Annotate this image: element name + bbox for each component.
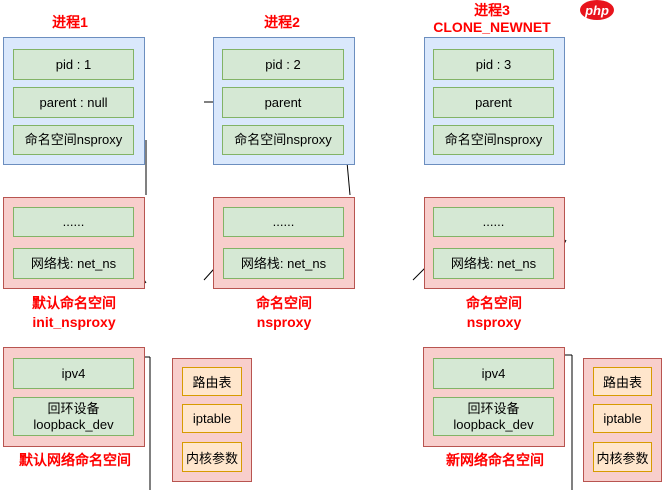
process-1-title: 进程1 [52,14,88,30]
netspace-2-loopback: 回环设备 loopback_dev [433,397,554,436]
tables-2-iptable: iptable [593,404,652,433]
netspace-1-ipv4: ipv4 [13,358,134,389]
netspace-2-label: 新网络命名空间 [446,452,544,468]
namespace-1-netns: 网络栈: net_ns [13,248,134,279]
netspace-1-loopback-line1: 回环设备 [47,400,100,416]
process-3-title: 进程3 [474,2,510,18]
namespace-2-dots: ...... [223,207,344,237]
namespace-1-sublabel: init_nsproxy [32,314,116,330]
netspace-1-loopback-line2: loopback_dev [33,416,114,432]
process-1-parent: parent : null [13,87,134,118]
process-2-pid: pid : 2 [222,49,344,80]
process-2-nsproxy: 命名空间nsproxy [222,125,344,155]
netspace-2-loopback-line1: 回环设备 [467,400,520,416]
process-1-pid: pid : 1 [13,49,134,80]
process-3-parent: parent [433,87,554,118]
process-3-subtitle: CLONE_NEWNET [433,19,551,35]
netspace-1-loopback: 回环设备 loopback_dev [13,397,134,436]
tables-1-route: 路由表 [182,367,242,396]
process-3-pid: pid : 3 [433,49,554,80]
process-2-title: 进程2 [264,14,300,30]
netspace-2-ipv4: ipv4 [433,358,554,389]
tables-2-params: 内核参数 [593,442,652,472]
namespace-3-dots: ...... [433,207,554,237]
namespace-3-label: 命名空间 [466,295,522,311]
netspace-1-label: 默认网络命名空间 [19,452,131,468]
process-2-parent: parent [222,87,344,118]
process-1-nsproxy: 命名空间nsproxy [13,125,134,155]
php-logo: php [580,0,614,20]
namespace-2-sublabel: nsproxy [256,314,312,330]
tables-1-params: 内核参数 [182,442,242,472]
tables-1-iptable: iptable [182,404,242,433]
netspace-2-loopback-line2: loopback_dev [453,416,534,432]
namespace-2-label: 命名空间 [256,295,312,311]
namespace-2-netns: 网络栈: net_ns [223,248,344,279]
namespace-3-sublabel: nsproxy [466,314,522,330]
tables-2-route: 路由表 [593,367,652,396]
namespace-1-label: 默认命名空间 [32,295,116,311]
namespace-1-dots: ...... [13,207,134,237]
process-3-nsproxy: 命名空间nsproxy [433,125,554,155]
namespace-3-netns: 网络栈: net_ns [433,248,554,279]
